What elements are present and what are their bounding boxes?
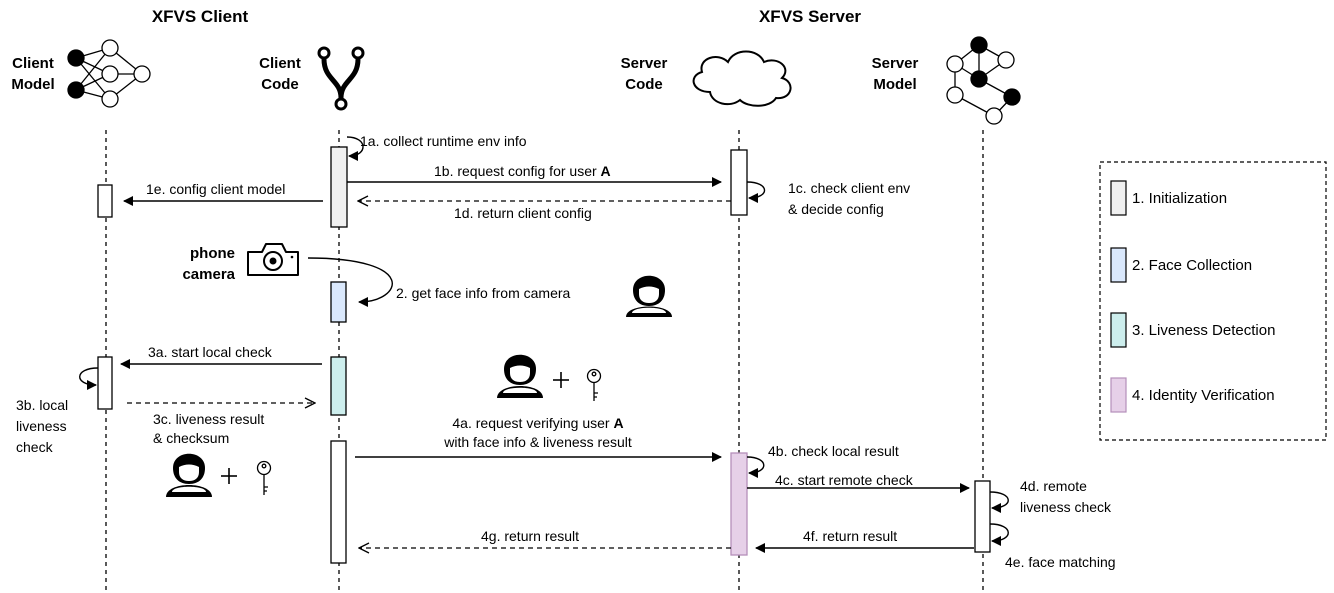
legend-label-identity-verification: 4. Identity Verification — [1132, 387, 1275, 404]
msg-3b-arrow — [79, 367, 99, 390]
msg-1c-label-line2: & decide config — [788, 201, 884, 217]
msg-3b-label-line1: 3b. local — [16, 397, 68, 413]
msg-2-arrow — [307, 257, 393, 307]
msg-3b-label-line2: liveness — [16, 418, 67, 434]
msg-4d-arrow — [989, 491, 1009, 513]
msg-4e-arrow — [989, 523, 1009, 546]
user-icon — [497, 354, 543, 398]
legend: 1. Initialization 2. Face Collection 3. … — [1099, 161, 1327, 441]
server-code-label-line1: Server — [621, 55, 668, 72]
msg-3c-label-line2: & checksum — [153, 430, 229, 446]
client-model-label-line2: Model — [11, 76, 54, 93]
msg-1d-label: 1d. return client config — [454, 205, 592, 221]
client-header: XFVS Client — [152, 7, 249, 26]
user-icon — [626, 275, 672, 317]
msg-4d-label-line2: liveness check — [1020, 499, 1112, 515]
server-model-label-line2: Model — [873, 76, 916, 93]
msg-4f-label: 4f. return result — [803, 528, 897, 544]
client-model-label-line1: Client — [12, 55, 54, 72]
git-branch-icon — [317, 46, 365, 111]
msg-1a-label: 1a. collect runtime env info — [360, 133, 527, 149]
user-key-token-server — [497, 354, 602, 401]
camera-icon — [247, 243, 299, 276]
activation-client-model-config — [97, 184, 113, 218]
msg-1b-label: 1b. request config for user A — [434, 163, 611, 179]
activation-client-code-verify — [330, 440, 347, 564]
msg-4b-label: 4b. check local result — [768, 443, 899, 459]
key-icon — [256, 460, 272, 495]
plus-icon — [553, 372, 569, 388]
graph-network-icon — [946, 36, 1021, 125]
server-header: XFVS Server — [759, 7, 861, 26]
neural-network-icon — [67, 39, 151, 108]
activation-client-code-init — [330, 146, 348, 228]
legend-swatch-face-collection — [1110, 247, 1127, 283]
client-code-label-line2: Code — [261, 76, 299, 93]
activation-server-code-verify — [730, 452, 748, 556]
legend-label-face-collection: 2. Face Collection — [1132, 257, 1252, 274]
activation-client-model-liveness — [97, 356, 113, 410]
server-model-label-line1: Server — [872, 55, 919, 72]
msg-3a-label: 3a. start local check — [148, 344, 273, 360]
server-code-label-line2: Code — [625, 76, 663, 93]
activation-server-model-verify — [974, 480, 991, 553]
activation-client-code-face — [330, 281, 347, 323]
user-key-token-client — [166, 453, 272, 497]
phone-camera-label-line1: phone — [190, 245, 235, 262]
msg-4b-arrow — [746, 456, 765, 478]
legend-frame — [1099, 161, 1327, 441]
msg-3b-label-line3: check — [16, 439, 54, 455]
msg-4d-label-line1: 4d. remote — [1020, 478, 1087, 494]
msg-1c-label-line1: 1c. check client env — [788, 180, 910, 196]
key-icon — [586, 368, 602, 401]
cloud-icon — [692, 50, 792, 107]
legend-swatch-liveness-detection — [1110, 312, 1127, 348]
legend-swatch-identity-verification — [1110, 377, 1127, 413]
activation-client-code-liveness — [330, 356, 347, 416]
phone-camera-label-line2: camera — [182, 266, 235, 283]
legend-label-initialization: 1. Initialization — [1132, 190, 1227, 207]
msg-4a-label-line2: with face info & liveness result — [443, 434, 632, 450]
legend-swatch-initialization — [1110, 180, 1127, 216]
msg-1c-arrow — [746, 181, 766, 203]
user-icon — [166, 453, 212, 497]
client-code-label-line1: Client — [259, 55, 301, 72]
legend-label-liveness-detection: 3. Liveness Detection — [1132, 322, 1275, 339]
msg-1e-label: 1e. config client model — [146, 181, 285, 197]
msg-4g-label: 4g. return result — [481, 528, 579, 544]
msg-4a-label-line1: 4a. request verifying user A — [452, 415, 623, 431]
plus-icon — [221, 468, 237, 484]
msg-2-label: 2. get face info from camera — [396, 285, 571, 301]
msg-1a-arrow — [346, 136, 364, 161]
activation-server-code-init — [730, 149, 748, 216]
msg-4c-label: 4c. start remote check — [775, 472, 914, 488]
msg-4e-label: 4e. face matching — [1005, 554, 1116, 570]
msg-3c-label-line1: 3c. liveness result — [153, 411, 264, 427]
